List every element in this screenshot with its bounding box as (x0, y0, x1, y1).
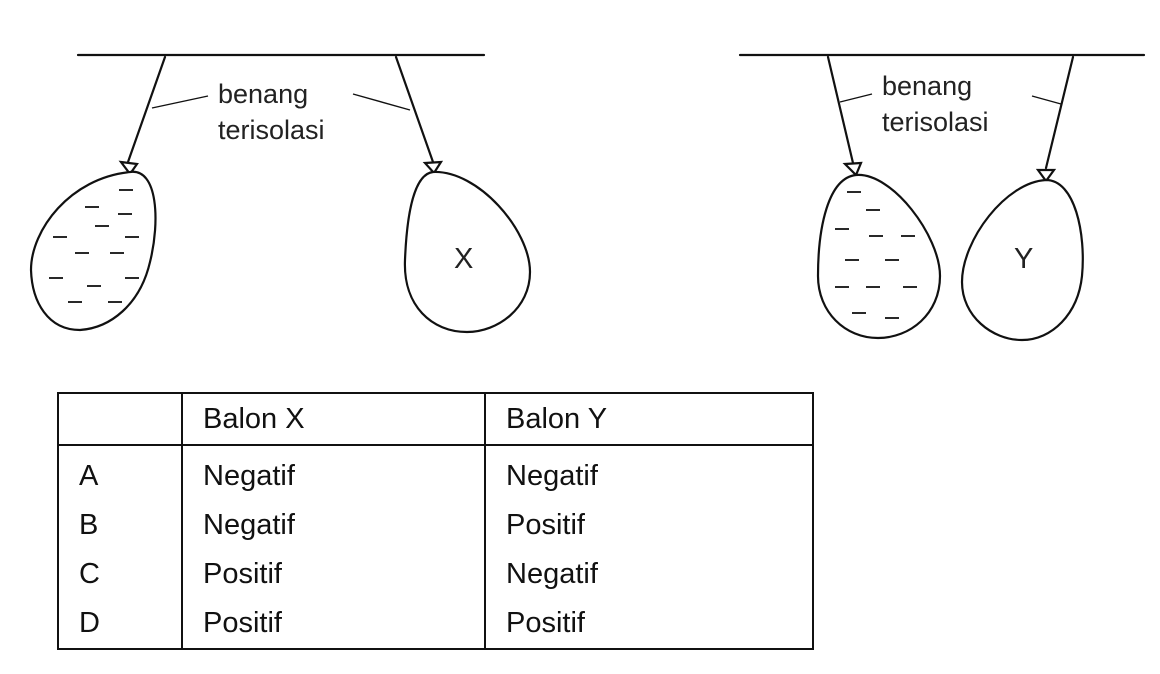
right-thread-charged (826, 55, 855, 165)
option-label: B (58, 501, 183, 550)
table-header-empty (58, 393, 183, 446)
table-header-balon-x: Balon X (182, 393, 486, 446)
balloon-x (403, 170, 532, 334)
balon-y-value: Negatif (506, 558, 598, 590)
left-setup: benang terisolasi X (29, 53, 532, 334)
table-row: C Positif Negatif (58, 550, 813, 599)
balon-x-value: Negatif (182, 445, 486, 501)
right-thread-label-line2: terisolasi (882, 107, 989, 137)
right-label-pointer-2 (1031, 95, 1062, 105)
table-header-row: Balon X Balon Y (58, 393, 813, 446)
balloon-diagram: benang terisolasi X (29, 53, 1146, 342)
balon-x-value: Positif (182, 599, 486, 649)
option-label: D (58, 599, 183, 649)
left-label-pointer-2 (352, 93, 411, 111)
balloon-x-label: X (454, 243, 473, 275)
right-thread-label-line1: benang (882, 71, 972, 101)
right-charged-balloon (816, 173, 942, 340)
option-label: A (58, 445, 183, 501)
right-thread-y (1044, 55, 1075, 170)
balon-y-value: Negatif (506, 460, 598, 492)
balon-y-value: Positif (506, 509, 585, 541)
answer-options-table: Balon X Balon Y A Negatif Negatif B Nega… (57, 392, 814, 650)
table-header-balon-y: Balon Y (485, 393, 813, 446)
table-row: D Positif Positif (58, 599, 813, 649)
left-knot-charged (118, 160, 139, 176)
right-label-pointer-1 (839, 93, 873, 103)
balloon-y (960, 178, 1084, 342)
balon-x-value: Positif (182, 550, 486, 599)
left-thread-x (394, 55, 435, 164)
table-row: A Negatif Negatif (58, 445, 813, 501)
right-knot-charged (842, 161, 863, 177)
balon-y-value: Positif (506, 607, 585, 639)
left-thread-label-line2: terisolasi (218, 115, 325, 145)
left-thread-label-line1: benang (218, 79, 308, 109)
left-thread-charged (126, 55, 167, 164)
right-knot-y (1035, 168, 1057, 183)
right-negative-charges (835, 191, 917, 319)
left-charged-balloon (29, 170, 157, 332)
option-label: C (58, 550, 183, 599)
balloon-y-label: Y (1014, 243, 1033, 275)
left-knot-x (422, 160, 444, 175)
table-row: B Negatif Positif (58, 501, 813, 550)
left-negative-charges (49, 189, 139, 303)
right-setup: benang terisolasi Y (738, 53, 1146, 342)
balon-x-value: Negatif (182, 501, 486, 550)
left-label-pointer-1 (151, 95, 209, 109)
